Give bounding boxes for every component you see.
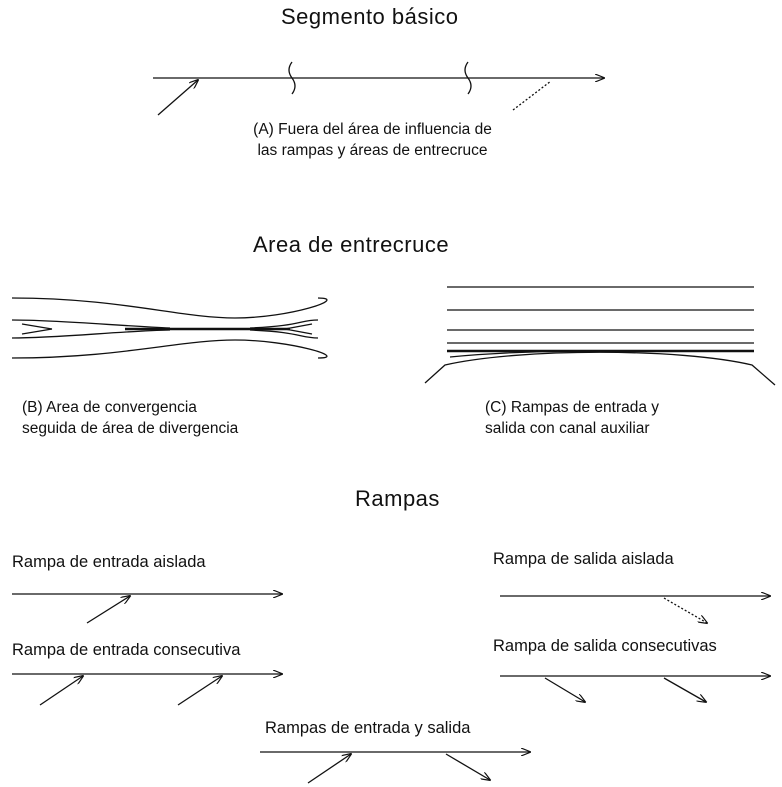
weave-b-top-edge bbox=[11, 297, 328, 319]
weave-b-right-diverge-bottom bbox=[249, 329, 319, 339]
ramps-title: Rampas bbox=[355, 486, 440, 511]
weaving-b-caption: (B) Area de convergencia seguida de área… bbox=[22, 397, 238, 439]
weave-b-right-gore-bottom bbox=[284, 328, 313, 335]
weaving-figure-b bbox=[11, 297, 328, 359]
weave-b-left-merge-top bbox=[11, 319, 171, 329]
isolated-exit-figure bbox=[500, 596, 770, 623]
weaving-area-title: Area de entrecruce bbox=[253, 232, 450, 257]
basic-caption-line-1: (A) Fuera del área de influencia de bbox=[253, 121, 492, 138]
aux-lane-ramp-curve bbox=[424, 351, 776, 386]
weave-b-right-gore-top bbox=[284, 323, 313, 330]
consecutive-exit-figure bbox=[500, 676, 770, 702]
consecutive-entry-ramp-2 bbox=[177, 676, 222, 706]
weaving-c-caption-line-1: (C) Rampas de entrada y bbox=[485, 399, 660, 416]
isolated-exit-label: Rampa de salida aislada bbox=[493, 550, 674, 568]
entry-and-exit-label: Rampas de entrada y salida bbox=[265, 719, 471, 737]
isolated-entry-ramp bbox=[86, 596, 130, 624]
isolated-entry-label: Rampa de entrada aislada bbox=[12, 553, 206, 571]
consecutive-entry-ramp-1 bbox=[39, 676, 83, 706]
weave-b-left-gore-top bbox=[21, 323, 53, 330]
basic-segment-figure bbox=[153, 61, 604, 116]
isolated-entry-figure bbox=[12, 594, 282, 624]
basic-exit-ramp-arrow bbox=[512, 80, 552, 111]
aux-lane-entry-taper bbox=[449, 350, 601, 358]
break-mark-left bbox=[288, 61, 296, 95]
isolated-exit-ramp bbox=[663, 597, 707, 623]
weave-b-left-gore-bottom bbox=[21, 328, 53, 335]
consecutive-entry-label: Rampa de entrada consecutiva bbox=[12, 641, 241, 659]
basic-segment-caption: (A) Fuera del área de influencia de las … bbox=[205, 119, 540, 161]
entry-and-exit-figure bbox=[260, 752, 530, 784]
weaving-b-caption-line-2: seguida de área de divergencia bbox=[22, 420, 239, 437]
basic-entry-ramp-arrow bbox=[157, 80, 198, 116]
consecutive-entry-figure bbox=[12, 674, 282, 706]
consecutive-exit-ramp-2 bbox=[663, 677, 706, 702]
basic-segment-title: Segmento básico bbox=[281, 4, 459, 29]
basic-caption-line-2: las rampas y áreas de entrecruce bbox=[257, 142, 488, 159]
break-mark-right bbox=[464, 61, 472, 95]
weaving-figure-c bbox=[424, 286, 776, 386]
weave-b-bottom-edge bbox=[11, 339, 328, 359]
weaving-c-caption-line-2: salida con canal auxiliar bbox=[485, 420, 650, 437]
weave-b-left-merge-bottom bbox=[11, 329, 171, 339]
consecutive-exit-label: Rampa de salida consecutivas bbox=[493, 637, 717, 655]
consecutive-exit-ramp-1 bbox=[544, 677, 585, 702]
entry-exit-exit-ramp bbox=[445, 753, 490, 780]
weave-b-right-diverge-top bbox=[249, 319, 319, 329]
weaving-c-caption: (C) Rampas de entrada y salida con canal… bbox=[485, 397, 659, 439]
entry-exit-entry-ramp bbox=[307, 754, 351, 784]
weaving-b-caption-line-1: (B) Area de convergencia bbox=[22, 399, 197, 416]
